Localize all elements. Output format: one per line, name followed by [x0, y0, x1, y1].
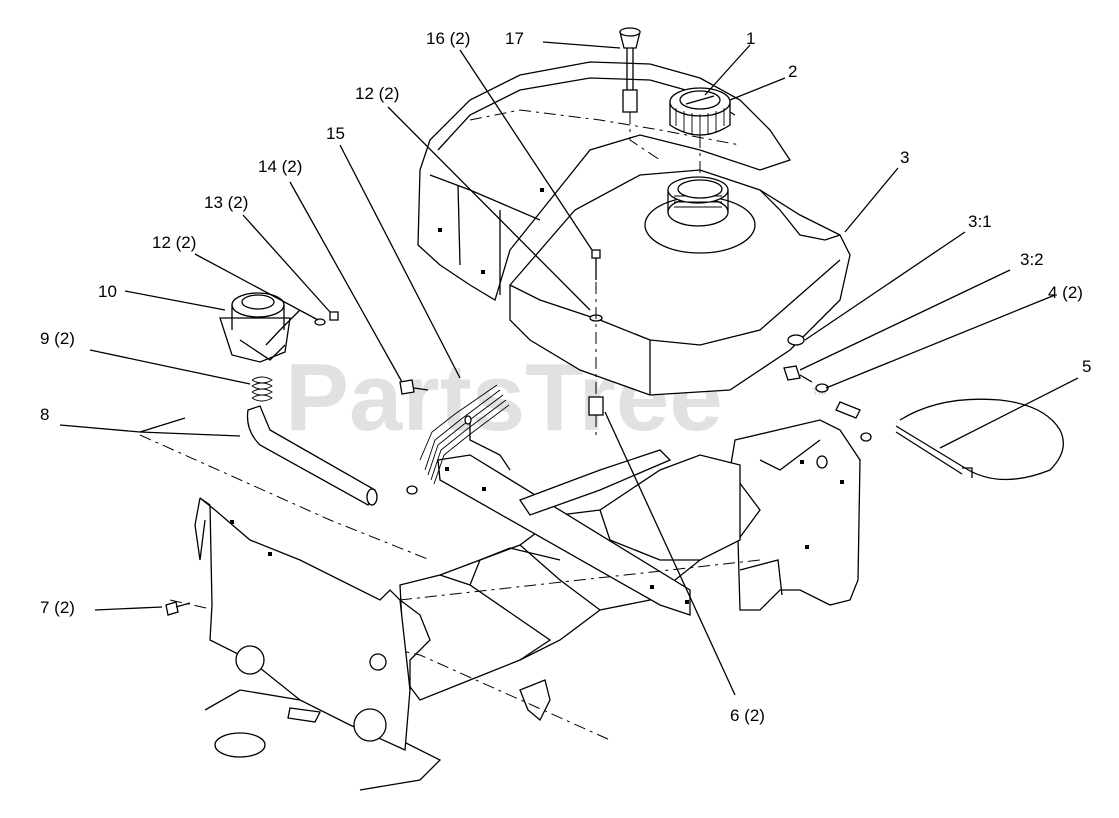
- cable-harness: [399, 379, 511, 495]
- fuel-cap: [669, 87, 731, 178]
- engine-component-10: [219, 292, 301, 363]
- bolt-7: [165, 601, 191, 616]
- spring-9: [251, 376, 273, 402]
- callout-8: 8: [40, 405, 49, 424]
- callout-13: 13 (2): [204, 193, 248, 212]
- callout-5: 5: [1082, 357, 1091, 376]
- hose-8: [139, 405, 431, 561]
- callout-16: 16 (2): [426, 29, 470, 48]
- callout-4: 4 (2): [1048, 283, 1083, 302]
- callout-7: 7 (2): [40, 598, 75, 617]
- callout-17: 17: [505, 29, 524, 48]
- washers-nuts: [314, 311, 339, 326]
- fuel-line: [895, 398, 1064, 481]
- fuel-gauge: [619, 27, 661, 161]
- fuel-outlet-fittings: [783, 334, 872, 442]
- callout-3-1: 3:1: [968, 212, 992, 231]
- watermark-trademark: TM: [812, 387, 826, 398]
- callout-10: 10: [98, 282, 117, 301]
- callout-12-lower: 12 (2): [152, 233, 196, 252]
- callout-14: 14 (2): [258, 157, 302, 176]
- right-frame-panel: [729, 419, 861, 611]
- leader-lines: [59, 41, 1079, 696]
- fuel-tank: [509, 169, 851, 396]
- callout-6: 6 (2): [730, 706, 765, 725]
- callout-3-2: 3:2: [1020, 250, 1044, 269]
- callout-1: 1: [746, 29, 755, 48]
- callout-3: 3: [900, 148, 909, 167]
- callout-labels: 1 2 3 3:1 3:2 4 (2) 5 6 (2) 7 (2) 8 9 (2…: [40, 29, 1091, 725]
- tank-bolts: [588, 249, 604, 440]
- chassis-frame: [169, 449, 761, 741]
- front-panel: [194, 497, 431, 751]
- callout-12-upper: 12 (2): [355, 84, 399, 103]
- callout-9: 9 (2): [40, 329, 75, 348]
- callout-15: 15: [326, 124, 345, 143]
- callout-2: 2: [788, 62, 797, 81]
